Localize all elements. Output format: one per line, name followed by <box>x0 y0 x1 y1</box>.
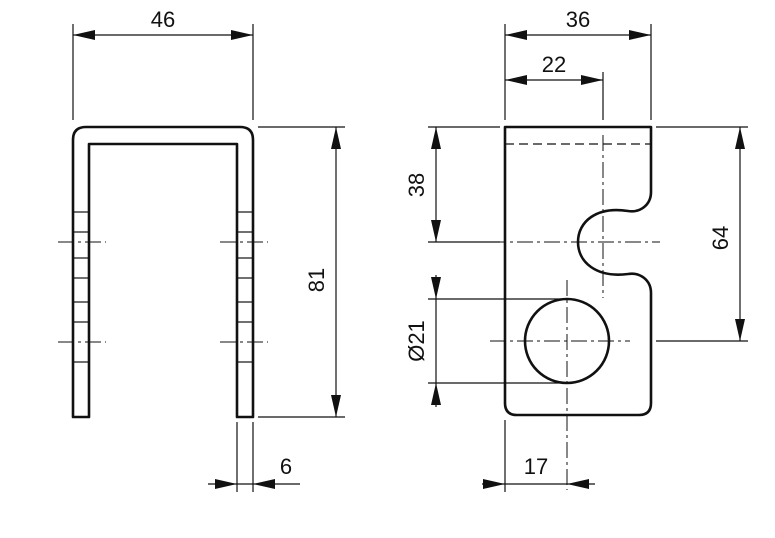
dim-side-hole-diameter-label: Ø21 <box>404 320 429 362</box>
dim-front-width-label: 46 <box>151 7 175 32</box>
dim-side-hole-offset-label: 17 <box>524 454 548 479</box>
side-view: 36 22 38 64 <box>404 7 748 492</box>
front-view: 46 81 6 <box>58 7 345 492</box>
front-center-lines <box>58 241 268 343</box>
side-center-lines <box>490 135 660 490</box>
dim-side-height-label: 64 <box>708 226 733 250</box>
dim-side-notch-offset-label: 22 <box>542 52 566 77</box>
side-view-outline <box>503 125 653 417</box>
dim-front-height-label: 81 <box>304 268 329 292</box>
dim-side-width: 36 <box>504 7 652 120</box>
dim-side-height: 64 <box>656 126 748 342</box>
front-view-outline <box>71 125 255 419</box>
dim-side-notch-offset: 22 <box>505 52 604 120</box>
dim-side-hole-offset: 17 <box>482 420 595 492</box>
dim-front-thickness-label: 6 <box>280 454 292 479</box>
front-leg-hatching <box>73 211 253 363</box>
dim-front-thickness: 6 <box>208 422 300 492</box>
dim-side-notch-height-label: 38 <box>404 173 429 197</box>
dim-front-height: 81 <box>258 126 345 418</box>
dim-front-width: 46 <box>72 7 254 120</box>
dim-side-width-label: 36 <box>566 7 590 32</box>
dim-side-hole-diameter: Ø21 <box>404 275 567 407</box>
dim-side-notch-height: 38 <box>404 126 500 243</box>
